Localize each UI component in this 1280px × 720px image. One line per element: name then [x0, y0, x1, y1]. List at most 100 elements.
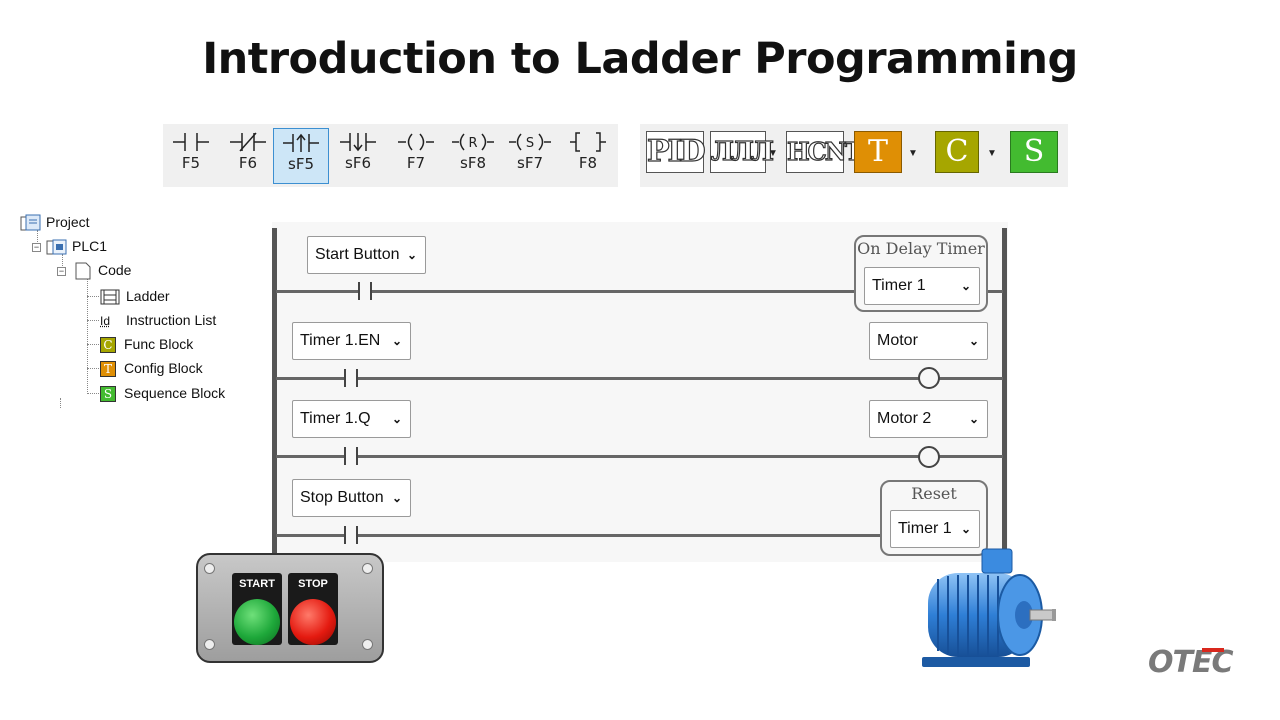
svg-text:R: R [468, 136, 477, 151]
function-block-icon [570, 132, 606, 152]
push-button-station: START STOP [196, 553, 384, 663]
project-tree: Project − PLC1 − Code Ladder Id Instructi… [20, 212, 260, 412]
shortcut-label: sF8 [460, 154, 486, 172]
tree-label: Instruction List [126, 312, 217, 328]
tree-label: Func Block [124, 336, 194, 352]
project-icon [20, 214, 41, 231]
tree-item-config-block[interactable]: T Config Block [100, 358, 203, 378]
counter-block-button[interactable]: C [935, 131, 979, 173]
contact-symbol [344, 447, 346, 465]
instruction-toolbar: F5 F6 sF5 sF6 [163, 124, 618, 187]
shortcut-label: sF5 [288, 155, 314, 173]
normally-open-contact-button[interactable]: F5 [163, 128, 219, 184]
rung-4-timer-select[interactable]: Timer 1⌄ [890, 510, 980, 548]
shortcut-label: sF7 [517, 154, 543, 172]
tree-label: Ladder [126, 288, 170, 304]
pulse-block-button[interactable]: ЛЛЛ [710, 131, 775, 173]
otec-logo: OTEC [1148, 645, 1234, 678]
rung-1-timer-select[interactable]: Timer 1⌄ [864, 267, 980, 305]
normally-open-contact-icon [173, 133, 209, 151]
on-delay-timer-block[interactable]: On Delay Timer Timer 1⌄ [854, 235, 988, 312]
block-toolbar: PID ЛЛЛ ▼ HCNT T ▼ C ▼ S [640, 124, 1068, 187]
shortcut-label: sF6 [345, 154, 371, 172]
falling-edge-contact-button[interactable]: sF6 [330, 128, 386, 184]
coil-symbol [918, 446, 940, 468]
function-block-button[interactable]: F8 [560, 128, 616, 184]
rung-3-coil-select[interactable]: Motor 2⌄ [869, 400, 988, 438]
chevron-down-icon[interactable]: ▼ [908, 148, 918, 159]
shortcut-label: F5 [181, 154, 201, 172]
pid-block-button[interactable]: PID [646, 131, 706, 173]
block-title: On Delay Timer [857, 239, 985, 258]
tree-label: Project [46, 214, 90, 230]
rung-2-contact-select[interactable]: Timer 1.EN⌄ [292, 322, 411, 360]
tree-label: Sequence Block [124, 385, 226, 401]
shortcut-label: F7 [406, 154, 426, 172]
rising-edge-contact-button[interactable]: sF5 [273, 128, 329, 184]
chevron-down-icon: ⌄ [968, 334, 979, 348]
func-block-icon: C [100, 337, 116, 354]
chevron-down-icon: ⌄ [960, 522, 971, 536]
contact-symbol [370, 282, 372, 300]
rung-2-coil-select[interactable]: Motor⌄ [869, 322, 988, 360]
instruction-list-icon: Id [100, 314, 111, 329]
shortcut-label: F6 [238, 154, 258, 172]
collapse-toggle[interactable]: − [32, 242, 41, 252]
set-coil-button[interactable]: S sF7 [502, 128, 558, 184]
tree-item-ladder[interactable]: Ladder [100, 286, 170, 306]
coil-symbol [918, 367, 940, 389]
shortcut-label: F8 [578, 154, 598, 172]
rung-wire [276, 455, 1003, 458]
chevron-down-icon[interactable]: ▼ [768, 148, 778, 159]
timer-block-button[interactable]: T [854, 131, 902, 173]
page-title: Introduction to Ladder Programming [202, 34, 1078, 84]
sequence-block-button[interactable]: S [1010, 131, 1058, 173]
stop-label: STOP [298, 578, 328, 590]
rung-4-contact-select[interactable]: Stop Button⌄ [292, 479, 411, 517]
set-coil-icon: S [509, 133, 551, 151]
contact-symbol [344, 369, 346, 387]
normally-closed-contact-icon [230, 132, 266, 152]
rung-1-contact-select[interactable]: Start Button⌄ [307, 236, 426, 274]
rising-edge-contact-icon [283, 133, 319, 152]
chevron-down-icon[interactable]: ▼ [987, 148, 997, 159]
right-power-rail [1002, 228, 1007, 562]
tree-label: Config Block [124, 360, 203, 376]
tree-item-project[interactable]: Project [20, 212, 90, 232]
collapse-toggle[interactable]: − [57, 266, 66, 276]
tree-item-func-block[interactable]: C Func Block [100, 334, 193, 354]
reset-coil-icon: R [452, 133, 494, 151]
plc-icon [46, 239, 67, 255]
reset-coil-button[interactable]: R sF8 [445, 128, 501, 184]
rung-wire [276, 290, 856, 293]
chevron-down-icon: ⌄ [406, 248, 417, 262]
falling-edge-contact-icon [340, 133, 376, 152]
reset-block[interactable]: Reset Timer 1⌄ [880, 480, 988, 556]
tree-label: Code [98, 262, 132, 278]
block-title: Reset [911, 484, 957, 503]
sequence-block-icon: S [100, 386, 116, 403]
chevron-down-icon: ⌄ [391, 334, 402, 348]
contact-symbol [344, 526, 346, 544]
tree-item-plc[interactable]: PLC1 [46, 236, 107, 256]
left-power-rail [272, 228, 277, 562]
tree-item-code[interactable]: Code [72, 260, 131, 280]
tree-item-sequence-block[interactable]: S Sequence Block [100, 383, 225, 403]
rung-wire [276, 534, 882, 537]
contact-symbol [356, 447, 358, 465]
stop-button[interactable]: STOP [288, 573, 338, 645]
ladder-icon [100, 289, 120, 305]
coil-button[interactable]: F7 [388, 128, 444, 184]
config-block-icon: T [100, 361, 116, 378]
chevron-down-icon: ⌄ [391, 491, 402, 505]
normally-closed-contact-button[interactable]: F6 [220, 128, 276, 184]
contact-symbol [356, 369, 358, 387]
start-button[interactable]: START [232, 573, 282, 645]
tree-item-instruction-list[interactable]: Id Instruction List [100, 310, 216, 330]
hcnt-block-button[interactable]: HCNT [786, 131, 863, 173]
electric-motor-image [922, 548, 1056, 667]
tree-label: PLC1 [72, 238, 108, 254]
rung-wire [986, 290, 1003, 293]
rung-3-contact-select[interactable]: Timer 1.Q⌄ [292, 400, 411, 438]
coil-icon [398, 133, 434, 151]
